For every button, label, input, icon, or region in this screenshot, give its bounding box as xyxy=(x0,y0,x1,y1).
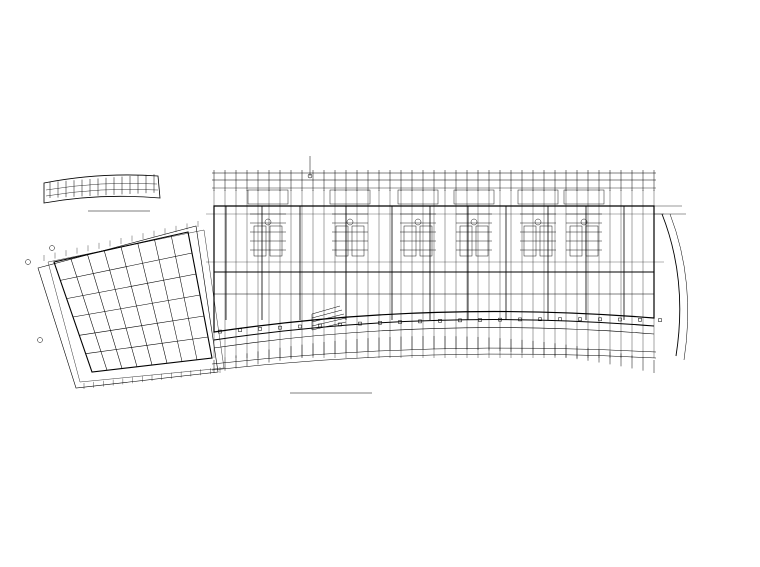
column xyxy=(258,327,262,331)
core-room xyxy=(335,225,349,257)
column xyxy=(298,324,302,329)
column xyxy=(558,317,562,321)
balcony xyxy=(329,189,371,205)
balcony xyxy=(453,189,495,205)
column xyxy=(338,322,342,327)
core-room xyxy=(585,225,599,257)
column xyxy=(438,319,442,323)
column xyxy=(498,317,502,322)
grid-bubble xyxy=(37,337,43,343)
main-floor-plan xyxy=(206,156,689,373)
fixture xyxy=(470,218,478,226)
column xyxy=(418,319,422,324)
left-wing-plan xyxy=(25,221,225,389)
column xyxy=(458,318,462,323)
core-room xyxy=(569,225,583,257)
column xyxy=(598,317,602,322)
column xyxy=(398,320,402,324)
column xyxy=(278,325,282,330)
column xyxy=(378,321,382,325)
column xyxy=(638,318,642,322)
wall-line xyxy=(79,315,205,336)
wall-line xyxy=(60,252,193,281)
fixture xyxy=(264,218,272,226)
core-room xyxy=(351,225,365,257)
core-room xyxy=(475,225,489,257)
grid-bubble xyxy=(49,245,55,251)
column xyxy=(538,317,542,322)
wall-line xyxy=(66,273,197,299)
fixture xyxy=(414,218,422,226)
column xyxy=(358,321,362,326)
column xyxy=(578,317,582,321)
core-room xyxy=(523,225,537,257)
balcony xyxy=(397,189,439,205)
core-room xyxy=(459,225,473,257)
core-room xyxy=(419,225,433,257)
core-room xyxy=(269,225,283,257)
grid-bubble xyxy=(25,259,31,265)
fixture xyxy=(346,218,354,226)
column xyxy=(478,318,482,322)
column xyxy=(518,317,522,322)
fixture xyxy=(580,218,588,226)
column xyxy=(658,318,662,322)
balcony xyxy=(563,189,605,205)
wall-line xyxy=(85,336,209,354)
core-room xyxy=(403,225,417,257)
column xyxy=(618,317,622,322)
wall-line xyxy=(72,294,201,318)
balcony xyxy=(517,189,559,205)
column xyxy=(218,329,222,334)
key-plan xyxy=(43,174,161,212)
core-room xyxy=(253,225,267,257)
column xyxy=(238,328,242,332)
core-room xyxy=(539,225,553,257)
fixture xyxy=(534,218,542,226)
balcony xyxy=(247,189,289,205)
